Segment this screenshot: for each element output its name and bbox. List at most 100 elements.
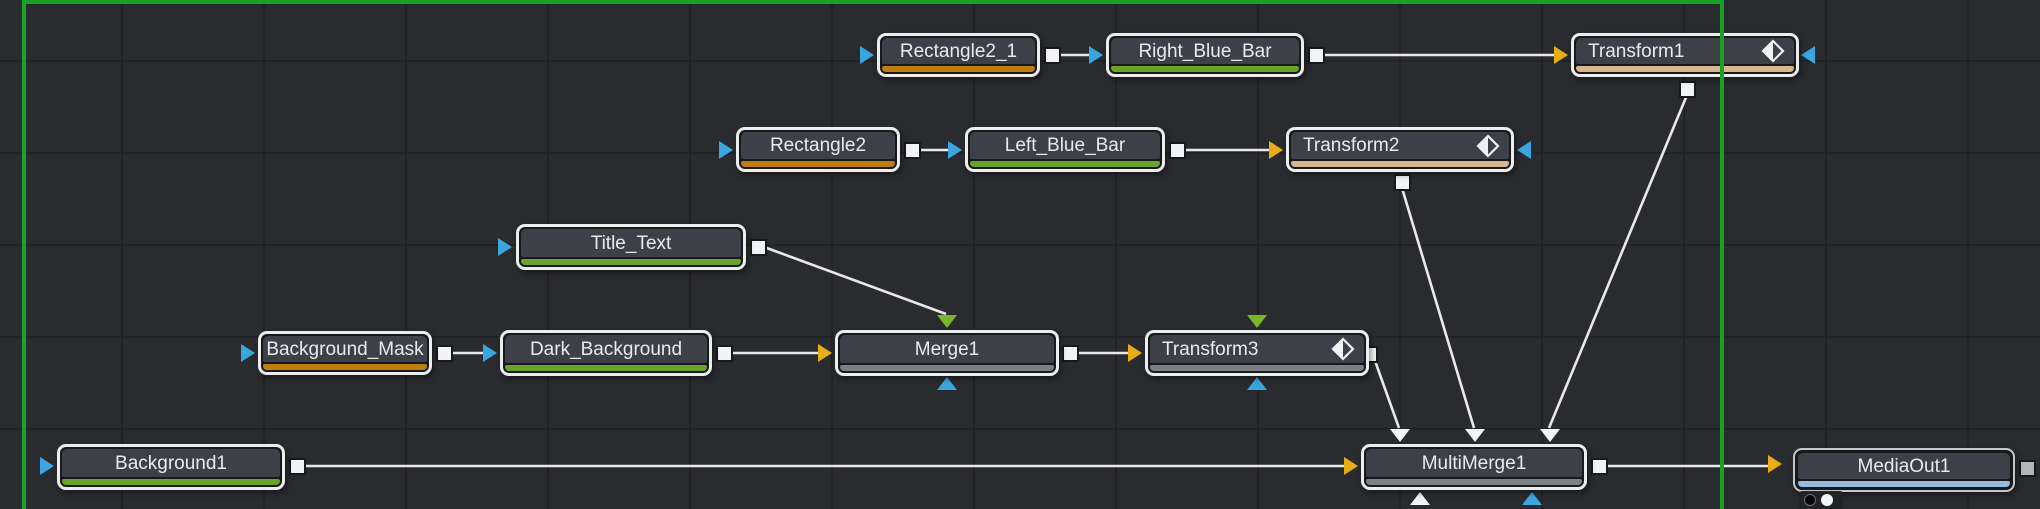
node-body[interactable]: Transform2: [1291, 132, 1509, 159]
node-body[interactable]: MultiMerge1: [1366, 449, 1582, 477]
node-title_text[interactable]: Title_Text: [516, 224, 746, 270]
right-viewer-dot[interactable]: [1821, 494, 1833, 506]
node-rectangle2_1[interactable]: Rectangle2_1: [877, 33, 1040, 77]
output-port[interactable]: [1044, 47, 1061, 64]
node-color-bar: [741, 161, 895, 167]
background-input-port[interactable]: [1344, 457, 1358, 475]
output-port[interactable]: [436, 345, 453, 362]
output-port[interactable]: [1308, 47, 1325, 64]
node-label: Rectangle2_1: [899, 40, 1018, 62]
node-body[interactable]: Transform3: [1150, 335, 1364, 363]
input-port[interactable]: [1128, 344, 1142, 362]
output-port[interactable]: [904, 142, 921, 159]
node-transform3[interactable]: Transform3: [1145, 330, 1369, 376]
mask-input-port[interactable]: [1522, 492, 1542, 505]
connection-wire[interactable]: [1400, 187, 1476, 429]
output-port[interactable]: [289, 458, 306, 475]
node-transform2[interactable]: Transform2: [1286, 127, 1514, 172]
foreground-input-port[interactable]: [937, 315, 957, 328]
node-rectangle2[interactable]: Rectangle2: [736, 127, 900, 172]
node-mediaout1[interactable]: MediaOut1: [1793, 448, 2015, 492]
output-port[interactable]: [2019, 460, 2036, 477]
node-body[interactable]: Background1: [62, 449, 280, 477]
node-label: Rectangle2: [769, 135, 867, 156]
node-body[interactable]: Dark_Background: [505, 335, 707, 363]
output-port[interactable]: [716, 345, 733, 362]
left-viewer-dot[interactable]: [1804, 494, 1816, 506]
input-port[interactable]: [40, 457, 54, 475]
node-label: MultiMerge1: [1421, 452, 1527, 474]
foreground-input-port[interactable]: [1247, 315, 1267, 328]
split-diamond-icon: [1331, 337, 1355, 361]
node-merge1[interactable]: Merge1: [835, 330, 1059, 376]
node-color-bar: [1576, 66, 1794, 72]
node-left_blue_bar[interactable]: Left_Blue_Bar: [965, 127, 1165, 172]
output-port[interactable]: [1062, 345, 1079, 362]
node-label: Title_Text: [590, 232, 672, 254]
output-port[interactable]: [750, 239, 767, 256]
node-color-bar: [1111, 66, 1299, 72]
node-label: Right_Blue_Bar: [1138, 40, 1272, 62]
node-label: Background1: [115, 452, 227, 474]
output-port[interactable]: [1591, 458, 1608, 475]
node-right_blue_bar[interactable]: Right_Blue_Bar: [1106, 33, 1304, 77]
split-diamond-icon: [1761, 39, 1785, 63]
node-dark_background[interactable]: Dark_Background: [500, 330, 712, 376]
input-port[interactable]: [1554, 46, 1568, 64]
layer1-input-port[interactable]: [1390, 429, 1410, 442]
node-body[interactable]: Right_Blue_Bar: [1111, 38, 1299, 64]
node-label: Merge1: [914, 338, 980, 360]
node-label: Transform3: [1162, 338, 1259, 360]
input-port[interactable]: [241, 344, 255, 362]
connection-wire[interactable]: [1372, 357, 1401, 429]
output-port[interactable]: [1169, 142, 1186, 159]
node-color-bar: [1291, 161, 1509, 167]
background-input-port[interactable]: [818, 344, 832, 362]
node-multimerge1[interactable]: MultiMerge1: [1361, 444, 1587, 490]
viewer-buttons: [1799, 491, 1843, 509]
split-diamond-icon: [1476, 133, 1500, 158]
output-port[interactable]: [1679, 81, 1696, 98]
input-port[interactable]: [860, 46, 874, 64]
layer3-input-port[interactable]: [1540, 429, 1560, 442]
layer2-input-port[interactable]: [1465, 429, 1485, 442]
input-port[interactable]: [719, 141, 733, 159]
node-body[interactable]: Left_Blue_Bar: [970, 132, 1160, 159]
node-color-bar: [505, 365, 707, 371]
node-background_mask[interactable]: Background_Mask: [258, 331, 432, 375]
mask-input-port[interactable]: [1247, 377, 1267, 390]
input-port[interactable]: [498, 238, 512, 256]
node-color-bar: [263, 364, 427, 370]
layer-input-port[interactable]: [1410, 492, 1430, 505]
node-color-bar: [1798, 481, 2010, 487]
node-label: MediaOut1: [1857, 455, 1951, 477]
connection-wire[interactable]: [1547, 94, 1689, 429]
mask-input-port[interactable]: [1801, 46, 1815, 64]
node-label: Left_Blue_Bar: [1004, 135, 1126, 156]
node-body[interactable]: Background_Mask: [263, 336, 427, 362]
input-port[interactable]: [1089, 46, 1103, 64]
mask-input-port[interactable]: [483, 344, 497, 362]
node-body[interactable]: MediaOut1: [1798, 453, 2010, 479]
node-color-bar: [840, 365, 1054, 371]
input-port[interactable]: [1768, 455, 1782, 473]
node-body[interactable]: Transform1: [1576, 38, 1794, 64]
connection-wire[interactable]: [763, 245, 947, 316]
input-port[interactable]: [1269, 141, 1283, 159]
output-port[interactable]: [1394, 174, 1411, 191]
mask-input-port[interactable]: [1517, 141, 1531, 159]
node-color-bar: [882, 66, 1035, 72]
node-body[interactable]: Rectangle2_1: [882, 38, 1035, 64]
node-color-bar: [62, 479, 280, 485]
node-body[interactable]: Rectangle2: [741, 132, 895, 159]
node-background1[interactable]: Background1: [57, 444, 285, 490]
node-body[interactable]: Merge1: [840, 335, 1054, 363]
mask-input-port[interactable]: [937, 377, 957, 390]
node-transform1[interactable]: Transform1: [1571, 33, 1799, 77]
node-body[interactable]: Title_Text: [521, 229, 741, 257]
node-color-bar: [521, 259, 741, 265]
node-label: Transform1: [1588, 40, 1685, 62]
input-port[interactable]: [948, 141, 962, 159]
